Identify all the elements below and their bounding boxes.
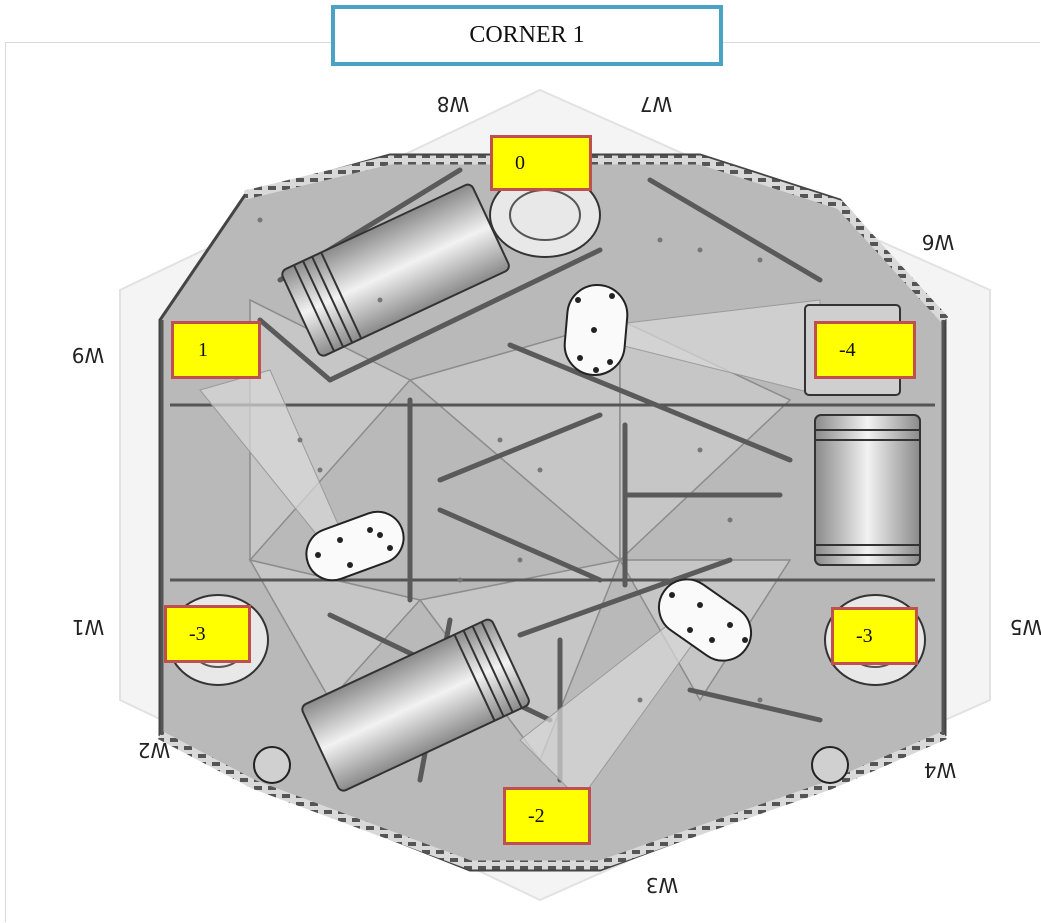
w-label: W8 [437,92,470,116]
w-label: W3 [646,873,679,897]
capsule-left [305,510,405,582]
marker-top: 0 [490,135,592,191]
w-label: W1 [72,615,105,639]
marker-right-upper: -4 [814,321,916,379]
marker-value: 0 [515,151,525,174]
w-label: W7 [640,92,673,116]
marker-value: 1 [198,338,208,361]
marker-value: -2 [528,804,545,827]
marker-value: -3 [189,622,206,645]
w-label: W4 [924,758,957,782]
marker-value: -3 [856,624,873,647]
marker-left-lower: -3 [164,605,251,663]
marker-value: -4 [839,338,856,361]
marker-bottom: -2 [503,787,591,845]
marker-left-upper: 1 [171,321,261,379]
w-label: W5 [1010,615,1041,639]
w-label: W9 [72,343,105,367]
w-label: W6 [922,230,955,254]
cylinder-lower-left [301,618,530,792]
capsule-right [657,578,753,662]
w-label: W2 [138,738,171,762]
marker-right-lower: -3 [831,607,918,665]
corner-title: CORNER 1 [331,5,723,66]
